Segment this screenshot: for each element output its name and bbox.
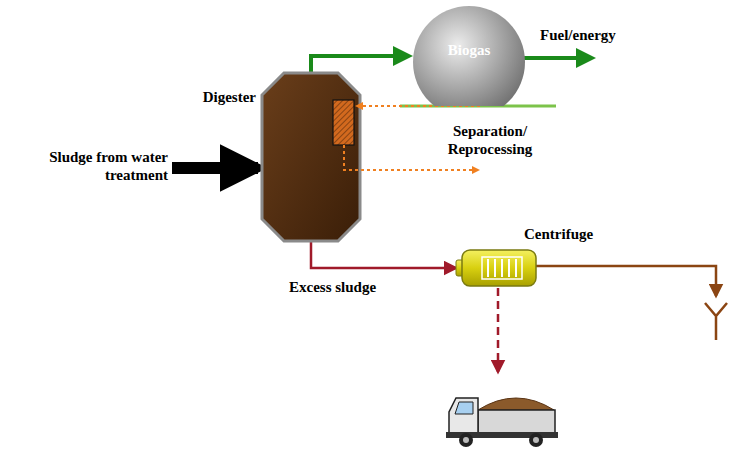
drain-symbol — [705, 303, 727, 340]
input-arrow — [172, 162, 258, 174]
node-label: Biogas — [413, 42, 525, 59]
centrifuge-unit: Centrifuge — [460, 250, 536, 286]
input-label: Sludge from water treatment — [34, 148, 168, 184]
flow-connector — [311, 241, 456, 268]
edge-label: Excess sludge — [289, 278, 376, 296]
centrifuge-unit-shape — [460, 250, 536, 286]
fuel-arrow — [522, 56, 592, 60]
output-label: Fuel/energy — [540, 26, 616, 44]
truck-illustration — [446, 398, 558, 447]
digester-tank: Digester — [262, 73, 360, 241]
biogas-dome: Biogas — [413, 6, 525, 106]
cake-arrow — [497, 288, 500, 372]
effluent-line — [536, 266, 716, 296]
digester-tank-shape — [262, 73, 360, 241]
node-label: Centrifuge — [524, 226, 593, 243]
process-note: Separation/ Reprocessing — [428, 122, 552, 158]
node-label: Digester — [203, 89, 256, 106]
